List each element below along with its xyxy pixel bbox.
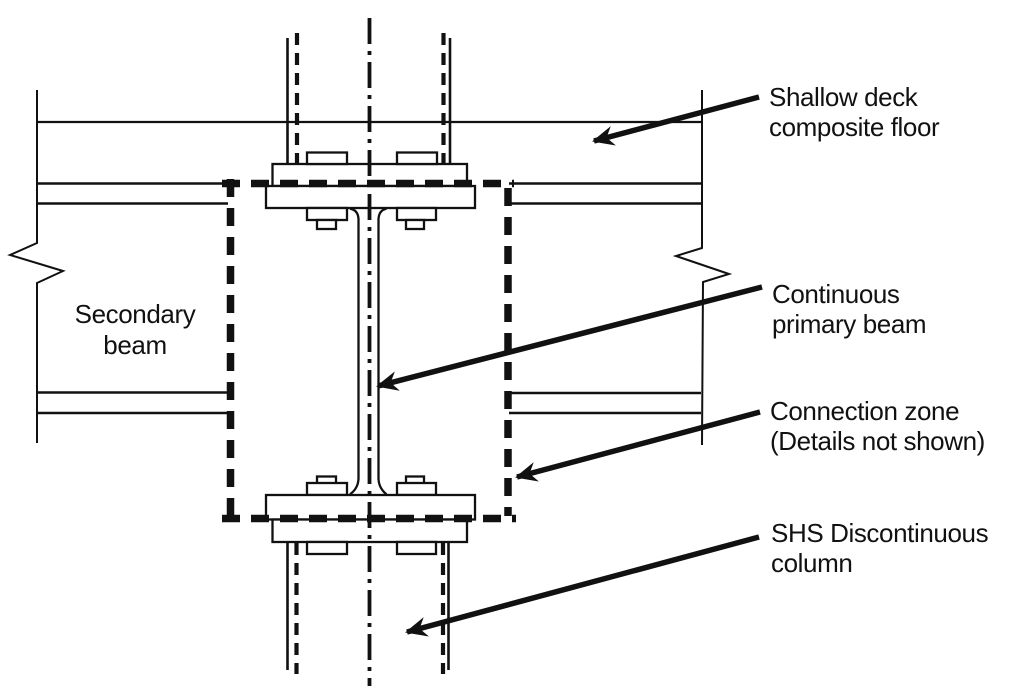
label-connection-zone-line2: (Details not shown) [770, 426, 985, 456]
label-shallow-deck-line1: Shallow deck [769, 82, 918, 112]
bolt-nut [395, 206, 438, 222]
label-continuous-primary-beam: Continuous primary beam [772, 279, 927, 339]
shs-column-below [286, 543, 450, 674]
arrow-primary-beam [376, 284, 763, 391]
arrow-connection-zone [515, 409, 761, 482]
shs-column-above [286, 33, 452, 164]
arrow-shallow-deck [592, 94, 760, 146]
bolt-head [395, 540, 438, 556]
beam-web [349, 207, 360, 496]
bolt-nut [395, 481, 438, 497]
bolt-head [305, 540, 349, 556]
bolt-head [395, 151, 439, 166]
label-secondary-beam: Secondary beam [45, 299, 225, 361]
secondary-beam-left [7, 90, 228, 443]
arrow-shs-column [405, 534, 760, 637]
label-continuous-primary-beam-line2: primary beam [772, 309, 927, 339]
secondary-beam-right [509, 90, 733, 446]
label-secondary-beam-line2: beam [103, 330, 167, 360]
bolt-nut [315, 218, 338, 231]
label-connection-zone-line1: Connection zone [770, 396, 960, 426]
bolt-nut [305, 481, 349, 497]
break-line-right [672, 90, 733, 446]
label-continuous-primary-beam-line1: Continuous [772, 279, 900, 309]
bolt-nut [305, 206, 349, 222]
connection-zone-boundary [222, 179, 516, 523]
break-line-left [7, 90, 66, 443]
leader-arrows [376, 94, 763, 637]
label-shallow-deck-line2: composite floor [769, 112, 940, 142]
bolt-nut [404, 218, 426, 231]
beam-web [377, 207, 388, 496]
bolt-head [305, 151, 349, 166]
label-shallow-deck: Shallow deck composite floor [769, 82, 940, 142]
label-shs-column: SHS Discontinuous column [771, 518, 989, 578]
label-shs-column-line2: column [771, 548, 853, 578]
label-shs-column-line1: SHS Discontinuous [771, 518, 989, 548]
label-secondary-beam-line1: Secondary [74, 299, 196, 329]
label-connection-zone: Connection zone (Details not shown) [770, 396, 985, 456]
